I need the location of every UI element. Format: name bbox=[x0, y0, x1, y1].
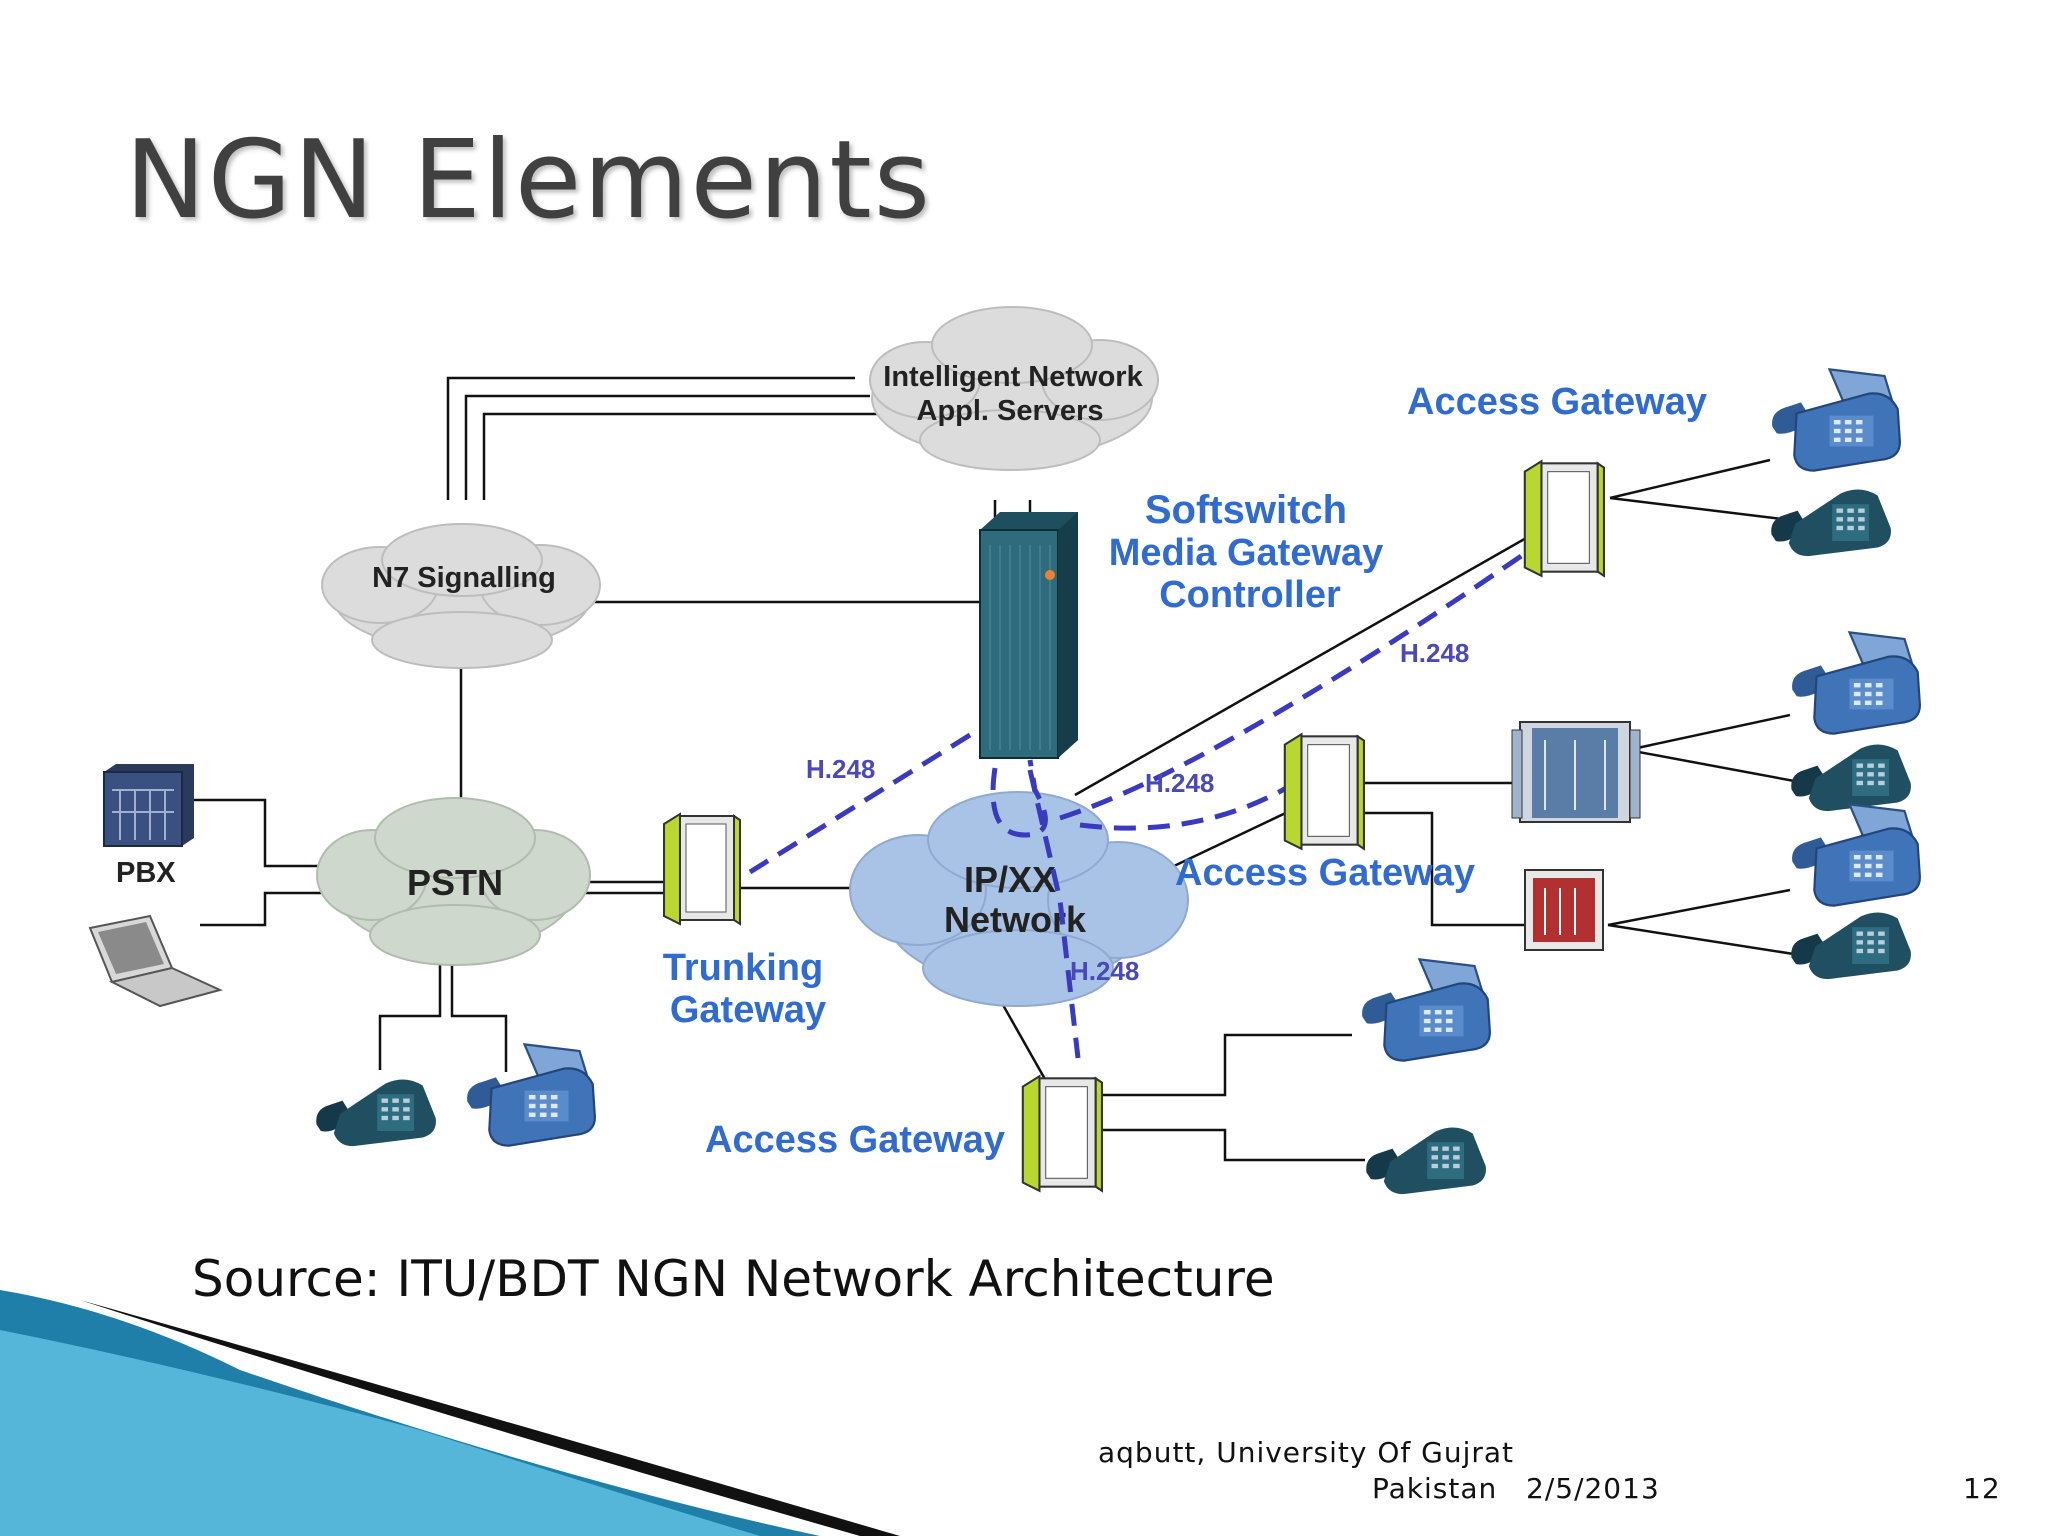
access-gateway-top-icon bbox=[1523, 460, 1606, 577]
footer-place: Pakistan bbox=[1372, 1472, 1498, 1505]
fax-icon bbox=[1790, 631, 1922, 735]
h248-label-top: H.248 bbox=[1400, 638, 1469, 668]
access-gateway-middle-icon bbox=[1283, 733, 1366, 850]
slide-page-number: 12 bbox=[1963, 1472, 2001, 1505]
softswitch-server-icon bbox=[979, 512, 1078, 759]
cloud-n7-signalling bbox=[321, 523, 601, 669]
trunking-gateway-label-2: Gateway bbox=[670, 989, 826, 1031]
n7-signalling-label: N7 Signalling bbox=[372, 562, 556, 594]
laptop-icon bbox=[88, 914, 223, 1008]
slide-title: NGN Elements bbox=[125, 118, 932, 243]
pstn-label: PSTN bbox=[407, 862, 503, 903]
fax-icon bbox=[465, 1043, 597, 1147]
h248-label-trunk: H.248 bbox=[806, 754, 875, 784]
access-gateway-bottom-label: Access Gateway bbox=[705, 1119, 1005, 1161]
trunking-gateway-label-1: Trunking bbox=[663, 947, 823, 989]
intelligent-network-label-2: Appl. Servers bbox=[917, 395, 1104, 427]
pbx-label: PBX bbox=[116, 857, 176, 889]
cloud-intelligent-network bbox=[869, 306, 1159, 471]
ip-network-label-1: IP/XX bbox=[964, 859, 1056, 900]
link-n7-in-1 bbox=[446, 376, 855, 500]
cabinet-icon bbox=[1511, 721, 1641, 823]
phone-icon bbox=[1366, 1127, 1486, 1195]
pbx-icon bbox=[103, 764, 194, 847]
phone-icon bbox=[1791, 912, 1911, 980]
fax-icon bbox=[1770, 368, 1902, 472]
phone-icon bbox=[1771, 489, 1891, 557]
h248-label-mid: H.248 bbox=[1145, 768, 1214, 798]
cloud-pstn bbox=[316, 797, 591, 966]
source-caption: Source: ITU/BDT NGN Network Architecture bbox=[192, 1250, 1275, 1308]
phone-icon bbox=[316, 1079, 436, 1147]
solid-links bbox=[190, 376, 1806, 1162]
access-gateway-top-label: Access Gateway bbox=[1407, 381, 1707, 423]
footer-date: 2/5/2013 bbox=[1526, 1472, 1660, 1505]
footer-author: aqbutt, University Of Gujrat bbox=[1098, 1436, 1515, 1469]
intelligent-network-label-1: Intelligent Network bbox=[883, 361, 1143, 393]
switch-box-icon bbox=[1524, 869, 1604, 951]
softswitch-label-1: Softswitch bbox=[1145, 488, 1347, 532]
ip-network-label-2: Network bbox=[944, 899, 1087, 940]
trunking-gateway-icon bbox=[663, 813, 741, 925]
fax-icon bbox=[1790, 803, 1922, 907]
access-gateway-bottom-icon bbox=[1021, 1075, 1104, 1192]
fax-icon bbox=[1360, 958, 1492, 1062]
softswitch-label-3: Controller bbox=[1159, 574, 1341, 616]
decorative-swoosh bbox=[0, 1290, 900, 1536]
h248-signaling-links bbox=[748, 547, 1532, 1059]
softswitch-label-2: Media Gateway bbox=[1109, 532, 1384, 574]
cloud-ip-network bbox=[849, 791, 1189, 1007]
access-gateway-middle-label: Access Gateway bbox=[1175, 852, 1475, 894]
h248-label-bottom: H.248 bbox=[1070, 956, 1139, 986]
phone-icon bbox=[1791, 744, 1911, 812]
